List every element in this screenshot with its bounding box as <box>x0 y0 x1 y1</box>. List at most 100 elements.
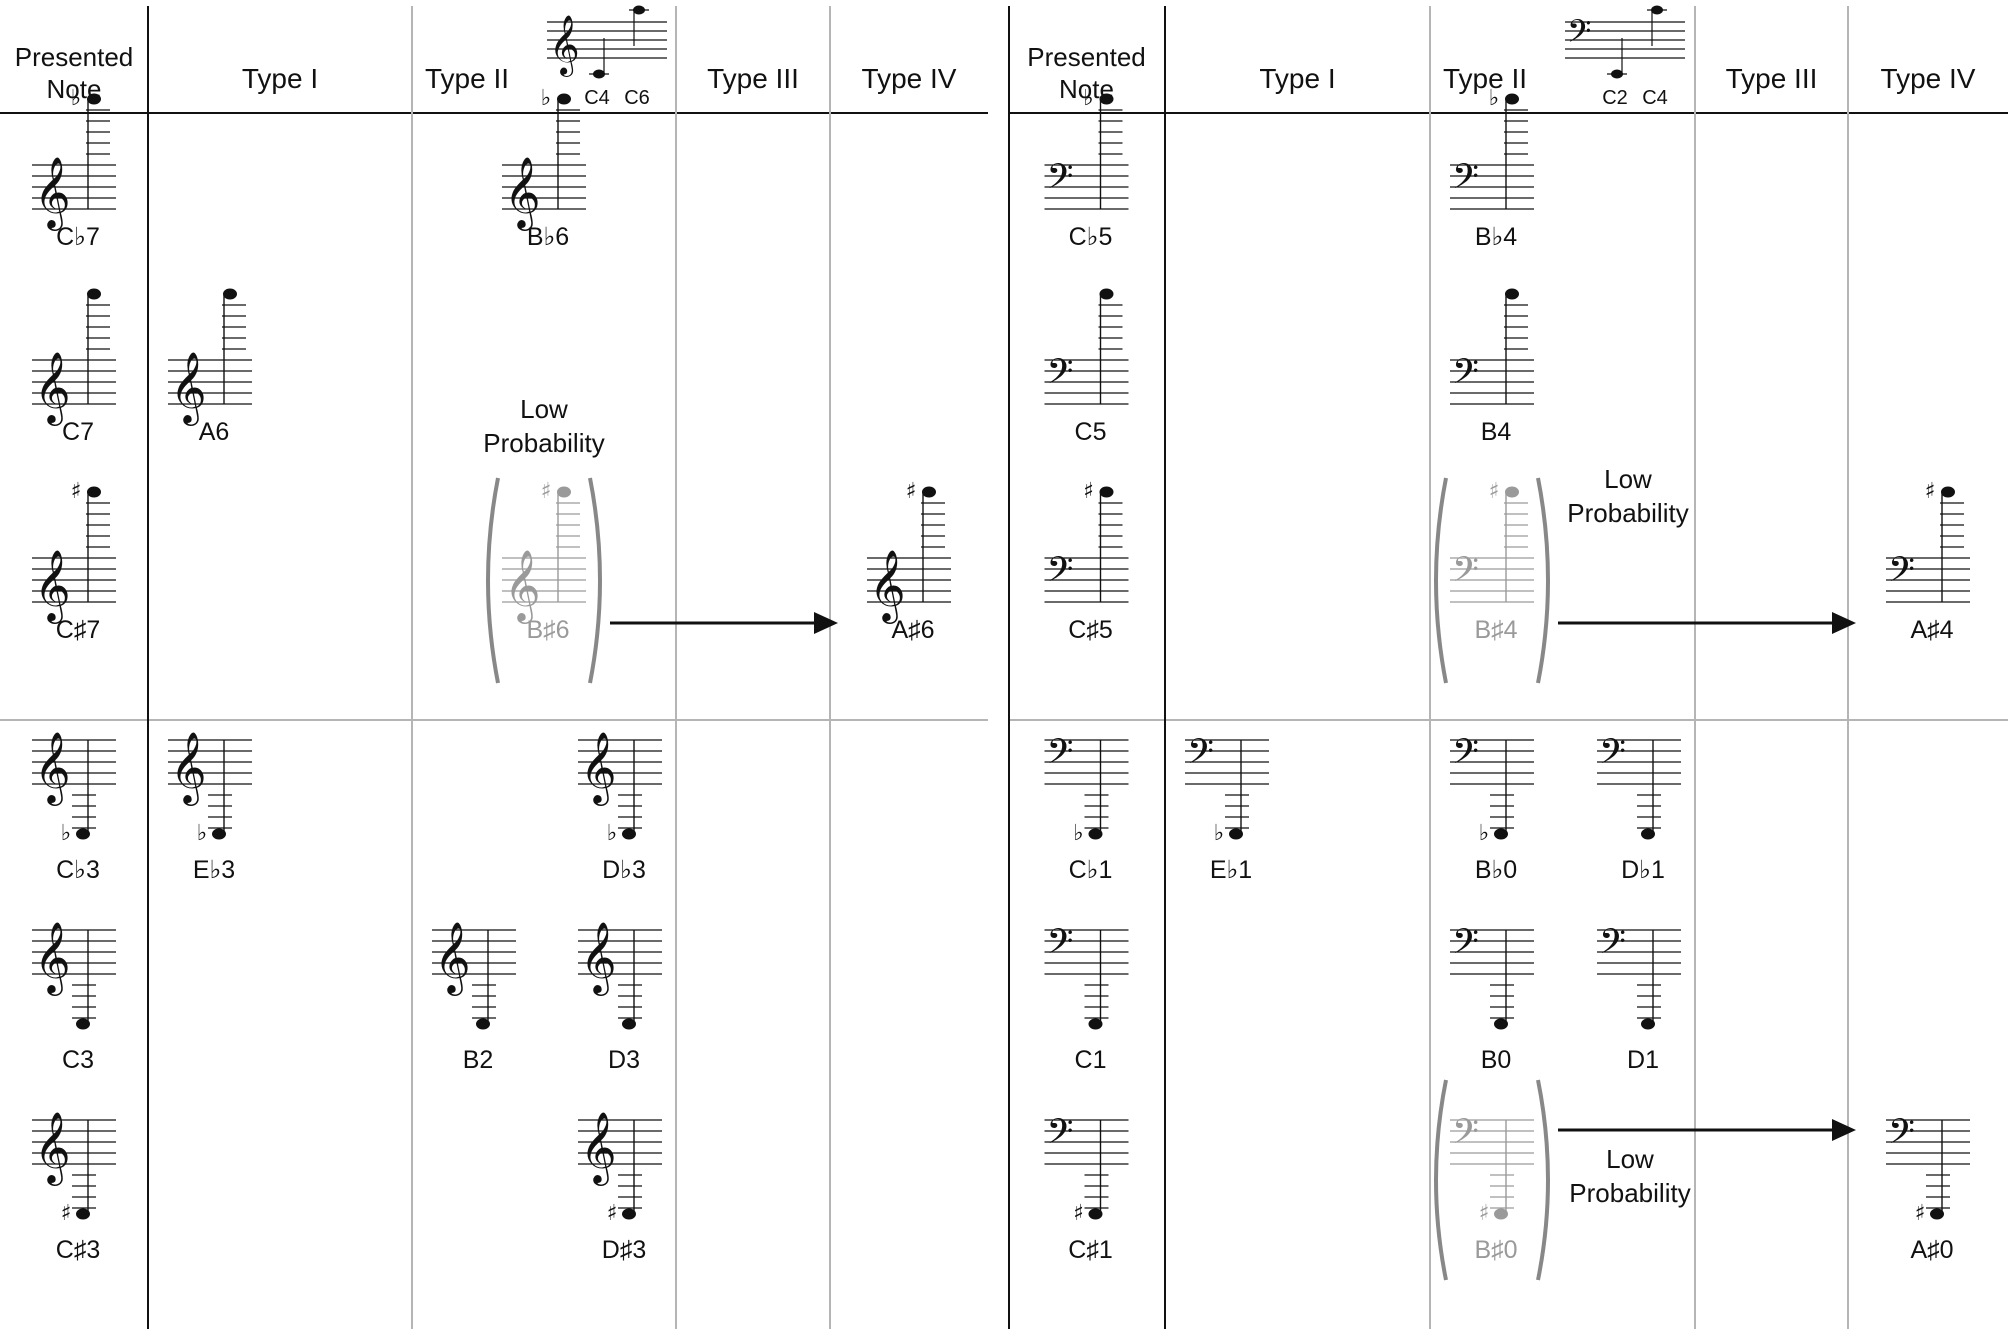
bass-clef-icon: 𝄢 <box>1599 921 1626 970</box>
sharp-icon: ♯ <box>1489 479 1500 504</box>
note-head <box>1099 486 1114 498</box>
note-head <box>922 486 936 498</box>
note-label: A6 <box>199 418 230 446</box>
treble-clef-icon: 𝄞 <box>580 730 617 806</box>
bracket-left <box>486 477 500 684</box>
note-head <box>557 93 571 105</box>
treble-clef-icon: 𝄞 <box>504 155 541 231</box>
arrow-head-icon <box>1832 612 1856 634</box>
note-head <box>1088 828 1103 840</box>
notation-cell: 𝄞 ♭ B♭6 <box>502 86 586 251</box>
header-type-ii: Type II <box>425 63 509 94</box>
note-label: D♭3 <box>602 856 646 884</box>
note-label: C♭5 <box>1069 223 1113 251</box>
notation-cell: 𝄢C1 <box>1044 921 1129 1074</box>
notation-cell: 𝄞♯B♯6 <box>502 479 586 644</box>
flat-icon: ♭ <box>541 86 551 111</box>
header-type-iv: Type IV <box>1881 63 1976 94</box>
note-head <box>1505 93 1519 105</box>
bracket-left <box>1434 1079 1448 1281</box>
treble-clef-icon: 𝄞 <box>580 1110 617 1186</box>
notation-cell: 𝄢♭B♭4 <box>1450 86 1534 251</box>
note-head <box>476 1018 490 1030</box>
notation-cell: 𝄢D1 <box>1597 921 1681 1074</box>
bass-clef-icon: 𝄢 <box>1567 13 1591 57</box>
notation-cell: 𝄞 ♭ D♭3 <box>578 730 662 884</box>
note-head <box>1611 69 1623 79</box>
bass-clef-icon: 𝄢 <box>1888 1111 1915 1160</box>
note-label: C♭1 <box>1069 856 1113 884</box>
note-head <box>1088 1208 1103 1220</box>
treble-clef-icon: 𝄞 <box>580 920 617 996</box>
note-head <box>1641 1018 1655 1030</box>
bass-clef-icon: 𝄢 <box>1047 549 1074 598</box>
notation-cell: 𝄢♯B♯4 <box>1450 479 1534 644</box>
note-label: B♯0 <box>1474 1236 1517 1264</box>
notation-cell: 𝄞C3 <box>32 920 116 1074</box>
notation-cell: 𝄢♯A♯4 <box>1886 479 1970 644</box>
notation-cell: 𝄢♭E♭1 <box>1185 731 1269 884</box>
notation-cell: 𝄢 ♯ B♯0 <box>1450 1111 1534 1264</box>
notation-cell: 𝄞♭C♭3 <box>32 730 116 884</box>
notation-cell: 𝄢♯C♯5 <box>1044 479 1129 644</box>
note-label: D♭1 <box>1621 856 1665 884</box>
note-label: E♭3 <box>193 856 235 884</box>
treble-clef-icon: 𝄞 <box>504 548 541 624</box>
bass-clef-icon: 𝄢 <box>1452 921 1479 970</box>
notation-cell: 𝄢♯A♯0 <box>1886 1111 1970 1264</box>
bass-clef-icon: 𝄢 <box>1047 731 1074 780</box>
sharp-icon: ♯ <box>71 479 82 504</box>
note-head <box>212 828 226 840</box>
low-probability-line1: Low <box>520 394 568 424</box>
sharp-icon: ♯ <box>1479 1201 1490 1226</box>
note-head <box>76 1018 90 1030</box>
note-head <box>1099 93 1114 105</box>
bracket-right <box>588 477 602 684</box>
flat-icon: ♭ <box>607 821 617 846</box>
bass-clef-icon: 𝄢 <box>1047 1111 1074 1160</box>
notation-cell: 𝄢B4 <box>1450 288 1534 446</box>
bracket-left <box>1434 477 1448 684</box>
flat-icon: ♭ <box>1073 821 1083 846</box>
treble-clef-icon: 𝄞 <box>34 1110 71 1186</box>
note-label: B♯4 <box>1474 616 1517 644</box>
bass-clef-icon: 𝄢 <box>1888 549 1915 598</box>
notation-cell: 𝄢C5 <box>1044 288 1129 446</box>
bass-clef-icon: 𝄢 <box>1047 351 1074 400</box>
note-label: C3 <box>62 1046 94 1074</box>
note-head <box>1941 486 1955 498</box>
note-head <box>87 486 101 498</box>
note-label: B♭6 <box>527 223 569 251</box>
sharp-icon: ♯ <box>541 479 552 504</box>
note-head <box>1494 828 1508 840</box>
note-head <box>87 93 101 105</box>
note-label: B4 <box>1481 418 1512 446</box>
flat-icon: ♭ <box>1214 821 1224 846</box>
note-head <box>593 69 605 79</box>
flat-icon: ♭ <box>1479 821 1489 846</box>
low-probability-line1: Low <box>1604 464 1652 494</box>
sharp-icon: ♯ <box>607 1201 618 1226</box>
notation-cell: 𝄞C7 <box>32 288 116 446</box>
notation-cell: 𝄞♭E♭3 <box>168 730 252 884</box>
bass-clef-icon: 𝄢 <box>1187 731 1214 780</box>
flat-icon: ♭ <box>61 821 71 846</box>
treble-clef-icon: 𝄞 <box>869 548 906 624</box>
bass-clef-icon: 𝄢 <box>1452 1111 1479 1160</box>
notation-cell: 𝄢 ♭ C♭1 <box>1044 731 1129 884</box>
header-type-i: Type I <box>1259 63 1335 94</box>
flat-icon: ♭ <box>197 821 207 846</box>
notation-cell: 𝄞♯D♯3 <box>578 1110 662 1264</box>
bass-clef-icon: 𝄢 <box>1452 156 1479 205</box>
notation-cell: 𝄞♯A♯6 <box>867 479 951 644</box>
note-label: B♭0 <box>1475 856 1517 884</box>
range-low-label: C4 <box>584 87 610 109</box>
bass-clef-icon: 𝄢 <box>1599 731 1626 780</box>
note-head <box>1651 5 1663 15</box>
note-head <box>1099 288 1114 300</box>
sharp-icon: ♯ <box>1073 1201 1084 1226</box>
flat-icon: ♭ <box>1489 86 1499 111</box>
